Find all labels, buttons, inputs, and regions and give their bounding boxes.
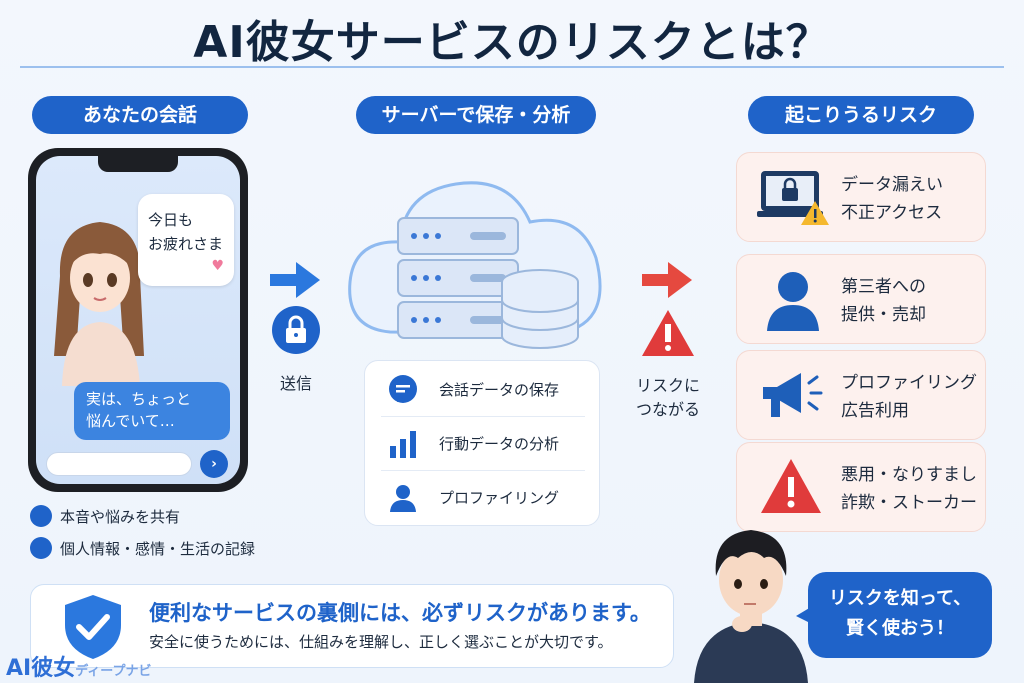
- laptop-lock-icon: [757, 171, 829, 225]
- logo-sub: ディープナビ: [75, 664, 152, 679]
- risk-line2: 広告利用: [841, 401, 909, 421]
- summary-banner: 便利なサービスの裏側には、必ずリスクがあります。 安全に使うためには、仕組みを理…: [30, 584, 674, 668]
- server-feature-item-2: プロファイリング: [365, 471, 601, 525]
- phone-notch: [98, 156, 178, 172]
- logo-main: AI彼女: [6, 656, 76, 681]
- server-feature-label: 行動データの分析: [439, 435, 560, 453]
- send-arrow-button[interactable]: ›: [200, 450, 228, 478]
- risk-line1: 第三者への: [841, 277, 926, 297]
- boy-illustration: [694, 530, 808, 683]
- lock-icon: [272, 306, 320, 354]
- banner-subtitle: 安全に使うためには、仕組みを理解し、正しく選ぶことが大切です。: [149, 633, 613, 651]
- risk-connector-line2: つながる: [635, 400, 700, 419]
- risk-line2: 提供・売却: [841, 305, 926, 325]
- speech-line2: 賢く使おう！: [846, 618, 954, 639]
- risk-line2: 不正アクセス: [841, 203, 943, 223]
- risk-card-data-leak: データ漏えい 不正アクセス: [736, 152, 986, 242]
- server-feature-list: 会話データの保存 行動データの分析 プロファイリング: [364, 360, 600, 526]
- smartphone: 今日も お疲れさま ♥ 実は、ちょっと 悩んでいて… ›: [28, 148, 248, 492]
- warning-icon: [761, 459, 821, 513]
- conversation-item-label: 個人情報・感情・生活の記録: [60, 540, 256, 558]
- chat-icon: [389, 375, 417, 403]
- risk-card-misuse: 悪用・なりすまし 詐欺・ストーカー: [736, 442, 986, 532]
- bar-chart-icon: [390, 431, 416, 458]
- warning-icon: [642, 310, 694, 356]
- risk-line1: データ漏えい: [841, 175, 943, 195]
- conversation-item-label: 本音や悩みを共有: [60, 508, 181, 526]
- flow-arrow-red: [642, 262, 692, 298]
- phone-screen: 今日も お疲れさま ♥ 実は、ちょっと 悩んでいて… ›: [36, 156, 240, 484]
- bubble-ai-line1: 今日も: [148, 211, 194, 229]
- conversation-item-1: 個人情報・感情・生活の記録: [30, 536, 255, 562]
- person-icon: [767, 272, 819, 331]
- title-divider: [20, 66, 1004, 68]
- speech-bubble: リスクを知って、 賢く使おう！: [808, 572, 992, 658]
- person-icon: [390, 485, 416, 512]
- flow-arrow-blue: [270, 262, 320, 298]
- speech-line1: リスクを知って、: [828, 588, 972, 609]
- risk-card-profiling: プロファイリング 広告利用: [736, 350, 986, 440]
- heart-icon: ♥: [211, 258, 224, 274]
- server-feature-label: プロファイリング: [439, 489, 560, 507]
- person-icon: [30, 536, 52, 559]
- section-label-risks: 起こりうるリスク: [748, 96, 974, 134]
- chat-bubble-icon: [30, 504, 52, 527]
- send-label: 送信: [279, 374, 312, 393]
- page-title: AI彼女サービスのリスクとは？: [193, 17, 831, 68]
- bubble-user-line2: 悩んでいて…: [86, 412, 175, 430]
- bubble-user-line1: 実は、ちょっと: [86, 390, 192, 408]
- risk-connector-label: リスクに つながる: [622, 374, 714, 422]
- risk-line1: プロファイリング: [841, 373, 977, 393]
- girl-avatar-illustration: [54, 222, 144, 386]
- server-feature-item-1: 行動データの分析: [365, 417, 601, 471]
- site-logo[interactable]: AI彼女ディープナビ: [6, 650, 152, 682]
- message-input[interactable]: [46, 452, 192, 476]
- risk-line2: 詐欺・ストーカー: [841, 493, 977, 513]
- message-bubble-ai: 今日も お疲れさま ♥: [138, 194, 234, 286]
- shield-check-icon: [65, 595, 121, 659]
- server-feature-label: 会話データの保存: [439, 381, 560, 399]
- risk-card-third-party: 第三者への 提供・売却: [736, 254, 986, 344]
- megaphone-icon: [763, 373, 823, 417]
- bubble-ai-line2: お疲れさま: [148, 235, 224, 253]
- banner-title: 便利なサービスの裏側には、必ずリスクがあります。: [149, 601, 651, 625]
- message-bubble-user: 実は、ちょっと 悩んでいて…: [74, 382, 230, 440]
- section-label-conversation: あなたの会話: [32, 96, 248, 134]
- risk-connector-line1: リスクに: [635, 376, 700, 395]
- section-label-server: サーバーで保存・分析: [356, 96, 596, 134]
- conversation-item-0: 本音や悩みを共有: [30, 504, 180, 530]
- cloud-server-illustration: [348, 181, 602, 349]
- server-feature-item-0: 会話データの保存: [365, 363, 601, 417]
- risk-line1: 悪用・なりすまし: [841, 465, 977, 485]
